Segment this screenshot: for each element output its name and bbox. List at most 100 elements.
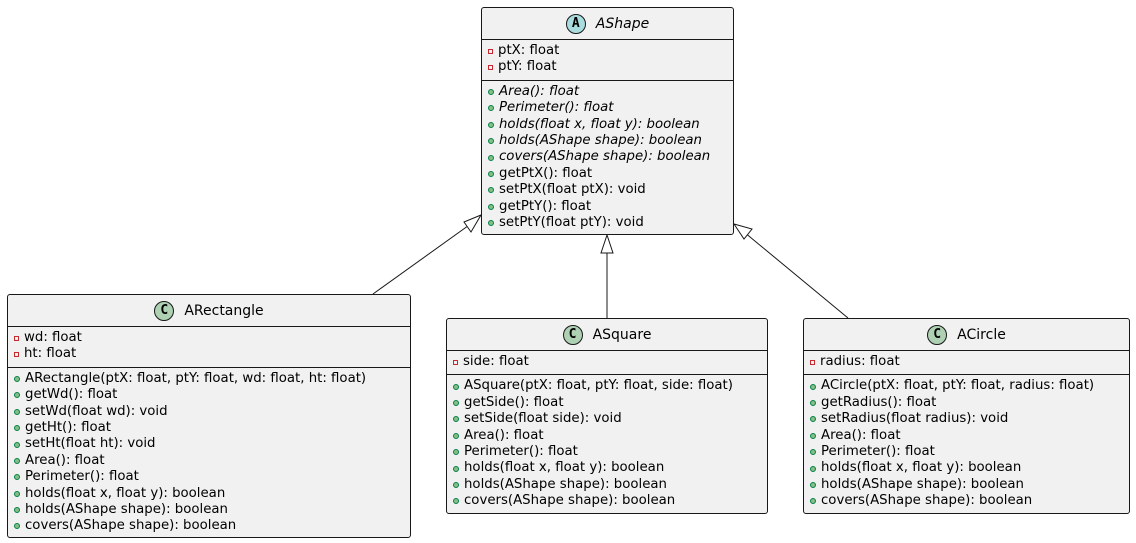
class-name: ASquare [592, 326, 652, 343]
class-header: A AShape [482, 8, 733, 40]
member-text: holds(AShape shape): boolean [25, 501, 228, 517]
class-header: C ARectangle [8, 295, 410, 327]
member-text: getSide(): float [464, 394, 564, 410]
public-visibility-icon [488, 138, 494, 145]
abstract-class-badge: A [565, 13, 586, 34]
member-text: setRadius(float radius): void [821, 411, 1009, 427]
public-visibility-icon [14, 490, 20, 497]
public-visibility-icon [14, 457, 20, 464]
methods-section: ARectangle(ptX: float, ptY: float, wd: f… [8, 366, 410, 539]
public-visibility-icon [488, 170, 494, 177]
public-visibility-icon [810, 481, 816, 488]
member-row: getHt(): float [8, 420, 410, 436]
edge-acircle-to-ashape [743, 231, 849, 319]
public-visibility-icon [488, 121, 494, 128]
public-visibility-icon [14, 375, 20, 382]
member-row: holds(AShape shape): boolean [804, 477, 1129, 493]
member-row: Perimeter(): float [8, 469, 410, 485]
member-text: holds(float x, float y): boolean [25, 485, 226, 501]
public-visibility-icon [14, 392, 20, 399]
member-row: holds(AShape shape): boolean [447, 477, 767, 493]
public-visibility-icon [810, 465, 816, 472]
member-row: Perimeter(): float [482, 100, 733, 116]
member-text: Perimeter(): float [821, 443, 935, 459]
member-row: radius: float [804, 354, 1129, 370]
methods-section: ASquare(ptX: float, ptY: float, side: fl… [447, 374, 767, 513]
member-row: Area(): float [447, 428, 767, 444]
member-text: getHt(): float [25, 419, 112, 435]
member-text: setHt(float ht): void [25, 436, 156, 452]
member-text: holds(AShape shape): boolean [464, 476, 667, 492]
class-badge: C [562, 324, 583, 345]
class-name: ACircle [957, 326, 1006, 343]
member-row: Perimeter(): float [804, 444, 1129, 460]
member-row: setHt(float ht): void [8, 436, 410, 452]
public-visibility-icon [810, 432, 816, 439]
member-row: covers(AShape shape): boolean [482, 149, 733, 165]
member-row: covers(AShape shape): boolean [447, 493, 767, 509]
member-text: covers(AShape shape): boolean [499, 149, 711, 165]
member-text: ptY: float [498, 59, 557, 75]
member-text: getPtX(): float [499, 165, 593, 181]
member-row: holds(AShape shape): boolean [482, 133, 733, 149]
attributes-section: side: float [447, 351, 767, 374]
member-text: ACircle(ptX: float, ptY: float, radius: … [821, 378, 1095, 394]
member-row: setRadius(float radius): void [804, 411, 1129, 427]
member-row: side: float [447, 354, 767, 370]
member-text: getRadius(): float [821, 394, 937, 410]
private-visibility-icon [810, 359, 815, 365]
member-row: setSide(float side): void [447, 411, 767, 427]
member-row: getPtX(): float [482, 166, 733, 182]
member-row: setPtY(float ptY): void [482, 215, 733, 231]
member-row: holds(AShape shape): boolean [8, 502, 410, 518]
member-text: ARectangle(ptX: float, ptY: float, wd: f… [25, 370, 367, 386]
methods-section: ACircle(ptX: float, ptY: float, radius: … [804, 374, 1129, 513]
member-row: covers(AShape shape): boolean [8, 518, 410, 534]
member-row: ARectangle(ptX: float, ptY: float, wd: f… [8, 371, 410, 387]
public-visibility-icon [810, 416, 816, 423]
class-name: ARectangle [184, 302, 264, 319]
member-text: getPtY(): float [499, 198, 592, 214]
member-row: holds(float x, float y): boolean [8, 486, 410, 502]
member-text: Perimeter(): float [464, 443, 578, 459]
member-row: covers(AShape shape): boolean [804, 493, 1129, 509]
member-text: Perimeter(): float [499, 100, 614, 116]
public-visibility-icon [14, 441, 20, 448]
public-visibility-icon [14, 474, 20, 481]
edge-arectangle-to-ashape [372, 222, 473, 295]
member-row: holds(float x, float y): boolean [804, 460, 1129, 476]
member-text: holds(AShape shape): boolean [821, 476, 1024, 492]
public-visibility-icon [453, 399, 459, 406]
member-row: getRadius(): float [804, 395, 1129, 411]
member-text: getWd(): float [25, 387, 118, 403]
inheritance-arrowhead-arectangle [463, 213, 483, 233]
class-badge: C [927, 324, 948, 345]
member-text: side: float [463, 354, 529, 369]
member-row: setWd(float wd): void [8, 404, 410, 420]
public-visibility-icon [453, 449, 459, 456]
class-asquare[interactable]: C ASquare side: float ASquare(ptX: float… [446, 318, 768, 514]
class-name: AShape [595, 15, 650, 32]
member-text: Perimeter(): float [25, 469, 139, 485]
member-row: Area(): float [482, 84, 733, 100]
member-row: ptX: float [482, 43, 733, 59]
public-visibility-icon [453, 432, 459, 439]
public-visibility-icon [453, 383, 459, 390]
private-visibility-icon [488, 48, 493, 54]
member-text: wd: float [24, 330, 82, 345]
member-row: setPtX(float ptX): void [482, 182, 733, 198]
public-visibility-icon [14, 507, 20, 514]
member-text: covers(AShape shape): boolean [821, 493, 1033, 509]
member-text: Area(): float [499, 83, 580, 99]
member-row: getPtY(): float [482, 199, 733, 215]
private-visibility-icon [453, 359, 458, 365]
attributes-section: radius: float [804, 351, 1129, 374]
class-acircle[interactable]: C ACircle radius: float ACircle(ptX: flo… [803, 318, 1130, 514]
member-text: Area(): float [821, 427, 901, 443]
member-text: setWd(float wd): void [25, 403, 168, 419]
member-row: holds(float x, float y): boolean [482, 117, 733, 133]
